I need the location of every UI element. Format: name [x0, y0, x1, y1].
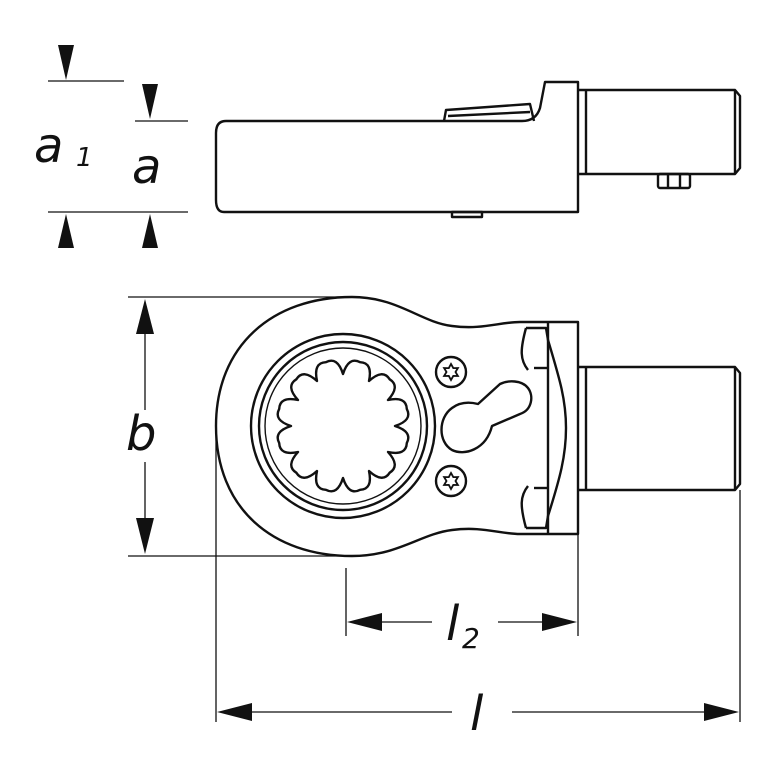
top-view: [214, 295, 742, 558]
top-screw: [434, 355, 468, 389]
dimension-arrows: [136, 299, 739, 721]
reversing-lever: [440, 380, 533, 454]
ratchet-ring-outer: [249, 332, 437, 520]
torx-top-icon: [442, 362, 460, 382]
side-view-dimension-lines: [48, 80, 188, 213]
top-view-square-drive: [578, 365, 742, 492]
side-view-square-drive: [578, 88, 742, 176]
torx-icons: [442, 362, 460, 491]
ratchet-ring-inset: [264, 347, 422, 505]
top-view-neck-contour: [526, 326, 568, 530]
top-view-dimension-lines: [128, 296, 741, 722]
bottom-screw: [434, 464, 468, 498]
dimension-label-l: l: [470, 686, 484, 742]
twelve-point-socket: [276, 359, 410, 493]
side-view-detent-ball: [656, 172, 692, 190]
dimension-label-a1-subscript: 1: [76, 143, 93, 173]
top-view-head-outline: [214, 295, 580, 558]
dimension-label-l2-subscript: 2: [462, 622, 480, 655]
side-view: [214, 80, 742, 219]
side-view-body: [214, 80, 580, 214]
dimension-label-a: a: [132, 139, 161, 195]
a-arrows: [142, 84, 158, 248]
dimension-label-l2: l: [446, 596, 460, 652]
torx-bottom-icon: [442, 471, 460, 491]
side-view-bottom-detail: [450, 210, 484, 219]
dimension-label-b: b: [126, 406, 156, 462]
a1-arrows: [58, 45, 74, 248]
ratchet-ring-inner: [257, 340, 429, 512]
dimension-label-a1: a: [34, 118, 63, 174]
side-view-lever: [442, 102, 536, 122]
